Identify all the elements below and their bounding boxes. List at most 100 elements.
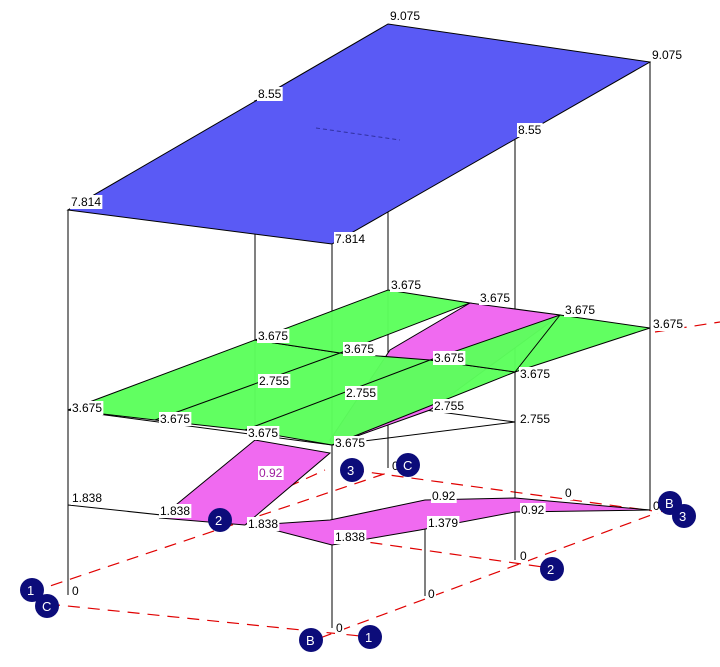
- label-ramp-4: 1.379: [428, 516, 458, 530]
- label-inner-2: 2.755: [346, 386, 376, 400]
- svg-text:C: C: [42, 599, 51, 614]
- label-floor-mid-2: 3.675: [344, 342, 374, 356]
- label-background: [335, 621, 344, 635]
- label-zero-5: 0: [565, 486, 572, 500]
- label-roof-right: 9.075: [652, 48, 682, 62]
- label-background: [564, 303, 597, 317]
- label-roof-mid-right: 8.55: [518, 123, 542, 137]
- grid-bubble-c-left[interactable]: C: [35, 594, 59, 618]
- label-background: [71, 401, 104, 415]
- floor-slab-divider-1: [154, 352, 341, 421]
- svg-text:2: 2: [215, 513, 222, 528]
- label-floor-back-3: 3.675: [565, 303, 595, 317]
- label-background: [651, 48, 684, 62]
- label-inner-3: 2.755: [434, 399, 464, 413]
- svg-text:1: 1: [27, 583, 34, 598]
- label-roof-mid-left: 8.55: [258, 87, 282, 101]
- label-ramp-3: 0.92: [521, 503, 545, 517]
- label-low-1: 1.838: [72, 491, 102, 505]
- label-background: [345, 386, 378, 400]
- label-background: [257, 329, 290, 343]
- label-background: [433, 351, 466, 365]
- label-floor-back-4: 3.675: [653, 317, 683, 331]
- floor-slab-back: [253, 289, 472, 354]
- label-low-4: 1.838: [335, 530, 365, 544]
- svg-text:B: B: [665, 496, 674, 511]
- roof-slab-hatch: [315, 127, 401, 141]
- label-background: [519, 412, 552, 426]
- label-zero-1: 0: [72, 584, 79, 598]
- label-background: [334, 232, 367, 246]
- label-floor-front-2: 3.675: [160, 412, 190, 426]
- axis-line-b: [319, 507, 671, 639]
- grid-bubble-3-right[interactable]: 3: [672, 504, 696, 528]
- svg-text:3: 3: [347, 463, 354, 478]
- label-background: [70, 195, 103, 209]
- label-background: [391, 459, 400, 473]
- label-background: [433, 399, 466, 413]
- label-zero-7: 0: [653, 499, 660, 513]
- floor-slab-right: [429, 314, 651, 373]
- label-background: [159, 412, 192, 426]
- label-background: [258, 374, 291, 388]
- label-background: [389, 9, 422, 23]
- label-inner-1: 2.755: [259, 374, 289, 388]
- label-background: [247, 426, 280, 440]
- label-roof-front-left: 7.814: [71, 195, 101, 209]
- label-background: [334, 436, 367, 450]
- label-ramp-2: 0.92: [432, 489, 456, 503]
- label-floor-front-3: 3.675: [248, 426, 278, 440]
- label-floor-back-1: 3.675: [391, 278, 421, 292]
- label-floor-front-1: 3.675: [72, 401, 102, 415]
- grid-bubble-2-front[interactable]: 2: [208, 508, 232, 532]
- label-floor-mid-3: 3.675: [434, 351, 464, 365]
- label-background: [652, 499, 661, 513]
- axis-line-1: [31, 471, 391, 593]
- grid-bubble-b-front[interactable]: B: [299, 628, 323, 652]
- label-zero-2: 0: [336, 621, 343, 635]
- label-floor-front-4: 3.675: [335, 436, 365, 450]
- label-background: [431, 489, 457, 503]
- label-floor-mid-1: 3.675: [258, 329, 288, 343]
- label-roof-front-right: 7.814: [335, 232, 365, 246]
- svg-text:2: 2: [547, 562, 554, 577]
- svg-text:1: 1: [365, 630, 372, 645]
- label-inner-4: 2.755: [520, 412, 550, 426]
- grid-bubble-1-left[interactable]: 1: [20, 578, 44, 602]
- label-background: [334, 530, 367, 544]
- axis-line-c: [47, 603, 371, 638]
- floor-slab-divider-3: [514, 314, 561, 373]
- label-background: [390, 278, 423, 292]
- axis-line-2: [211, 519, 551, 569]
- label-background: [479, 291, 512, 305]
- grid-bubble-c-mid[interactable]: C: [396, 453, 420, 477]
- label-zero-6: 0: [392, 459, 399, 473]
- label-floor-mid-4: 3.675: [520, 367, 550, 381]
- label-background: [520, 503, 546, 517]
- label-background: [564, 486, 573, 500]
- label-background: [71, 491, 104, 505]
- grid-bubble-1-front[interactable]: 1: [358, 625, 382, 649]
- label-background: [247, 517, 280, 531]
- label-low-3: 1.838: [248, 517, 278, 531]
- label-background: [519, 367, 552, 381]
- height-labels: 9.075 9.075 8.55 8.55 7.814 7.814 3.675 …: [70, 9, 685, 635]
- label-background: [652, 317, 685, 331]
- grid-bubbles: 1 C B 1 2 2 3 C: [20, 453, 696, 652]
- svg-text:3: 3: [679, 509, 686, 524]
- label-background: [427, 587, 436, 601]
- label-background: [258, 466, 284, 480]
- label-background: [159, 504, 192, 518]
- svg-text:B: B: [306, 633, 315, 648]
- label-zero-3: 0: [428, 587, 435, 601]
- label-floor-back-2: 3.675: [480, 291, 510, 305]
- label-background: [427, 516, 460, 530]
- label-background: [517, 123, 543, 137]
- grid-bubble-3-mid[interactable]: 3: [340, 458, 364, 482]
- grid-bubble-2-right[interactable]: 2: [540, 557, 564, 581]
- beam-mid-1: [67, 409, 333, 446]
- label-background: [343, 342, 376, 356]
- label-background: [519, 549, 528, 563]
